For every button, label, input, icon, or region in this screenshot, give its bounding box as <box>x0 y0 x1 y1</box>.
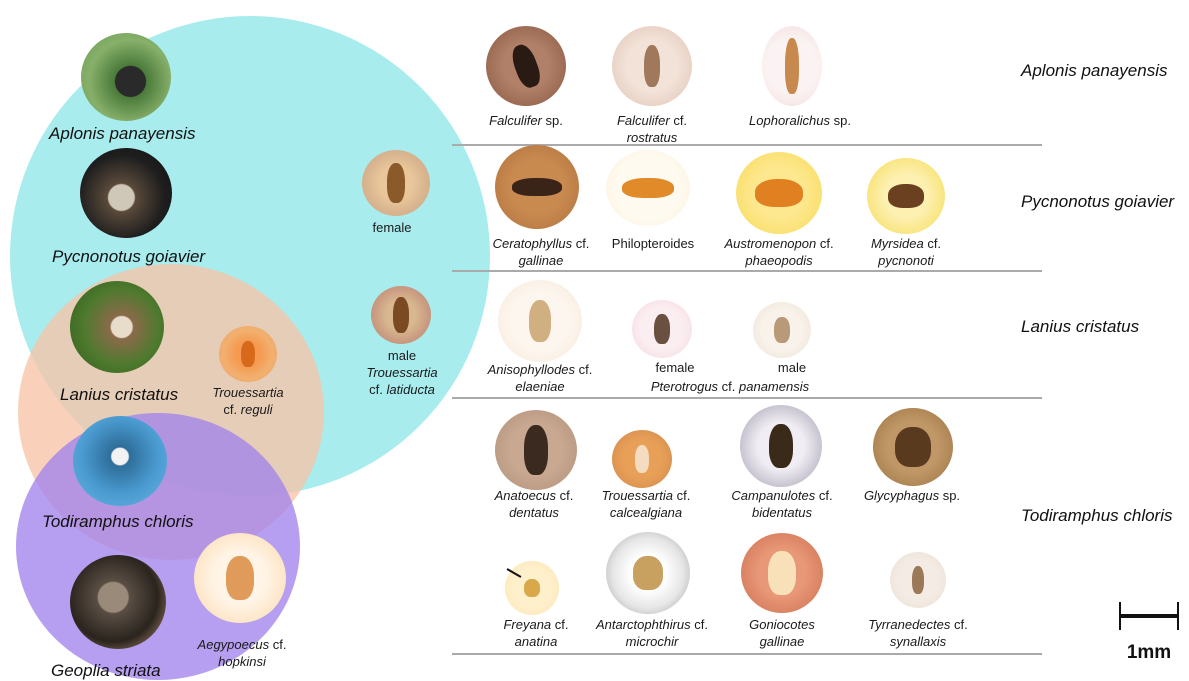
philopteroides-image <box>606 150 690 226</box>
row-title-todiramphus: Todiramphus chloris <box>1021 506 1173 526</box>
trouessartia-reguli-species: cf. reguli <box>223 402 272 417</box>
lophoralichus-image <box>762 26 822 106</box>
myrsidea-image <box>867 158 945 234</box>
scale-bar <box>1117 598 1181 636</box>
trouessartia-female-image <box>362 150 430 216</box>
campanulotes-caption: Campanulotes cf. bidentatus <box>720 487 844 521</box>
pterotrogus-caption: Pterotrogus cf. panamensis <box>632 378 828 395</box>
goniocotes-image <box>741 533 823 613</box>
aegypoecus-image <box>194 533 286 623</box>
falculifer-sp-image <box>486 26 566 106</box>
trouessartia-latiducta-genus: Trouessartia <box>366 365 437 380</box>
row-title-lanius: Lanius cristatus <box>1021 317 1139 337</box>
row-separator <box>452 653 1042 655</box>
campanulotes-image <box>740 405 822 487</box>
trouessartia-reguli-image <box>219 326 277 382</box>
aegypoecus-species: hopkinsi <box>218 654 266 669</box>
row-separator <box>452 270 1042 272</box>
bird-label-pycnonotus: Pycnonotus goiavier <box>52 247 205 267</box>
freyana-image <box>505 561 559 615</box>
anisophyllodes-image <box>498 280 582 362</box>
philopteroides-caption: Philopteroides <box>600 235 706 252</box>
tyrranedectes-image <box>890 552 946 608</box>
glycyphagus-caption: Glycyphagus sp. <box>852 487 972 504</box>
todiramphus-photo <box>73 416 167 506</box>
trouessartia-calcealgiana-image <box>612 430 672 488</box>
falculifer-sp-caption: Falculifer sp. <box>470 112 582 129</box>
bird-label-lanius: Lanius cristatus <box>60 385 178 405</box>
row-title-pycnonotus: Pycnonotus goiavier <box>1021 192 1174 212</box>
austromenopon-image <box>736 152 822 234</box>
bird-label-aplonis: Aplonis panayensis <box>49 124 195 144</box>
row-title-aplonis: Aplonis panayensis <box>1021 61 1167 81</box>
scale-bar-label: 1mm <box>1117 642 1181 664</box>
myrsidea-caption: Myrsidea cf. pycnonoti <box>852 235 960 269</box>
anatoecus-caption: Anatoecus cf. dentatus <box>482 487 586 521</box>
bird-label-todiramphus: Todiramphus chloris <box>42 512 194 532</box>
pterotrogus-male-image <box>753 302 811 358</box>
ceratophyllus-image <box>495 145 579 229</box>
freyana-caption: Freyana cf. anatina <box>486 616 586 650</box>
trouessartia-male-note: male <box>388 348 416 363</box>
aegypoecus-genus: Aegypoecus <box>198 637 270 652</box>
aegypoecus-caption: Aegypoecus cf. hopkinsi <box>184 636 300 670</box>
pycnonotus-photo <box>80 148 172 238</box>
trouessartia-latiducta-species: cf. latiducta <box>369 382 435 397</box>
geoplia-photo <box>70 555 166 649</box>
glycyphagus-image <box>873 408 953 486</box>
austromenopon-caption: Austromenopon cf. phaeopodis <box>712 235 846 269</box>
trouessartia-latiducta-caption: male Trouessartia cf. latiducta <box>354 347 450 398</box>
anatoecus-image <box>495 410 577 490</box>
ceratophyllus-caption: Ceratophyllus cf. gallinae <box>480 235 602 269</box>
pterotrogus-female-note: female <box>648 359 702 376</box>
aplonis-photo <box>81 33 171 121</box>
antarctophthirus-image <box>606 532 690 614</box>
pterotrogus-male-note: male <box>766 359 818 376</box>
pterotrogus-female-image <box>632 300 692 358</box>
trouessartia-calcealgiana-caption: Trouessartia cf. calcealgiana <box>584 487 708 521</box>
antarctophthirus-caption: Antarctophthirus cf. microchir <box>582 616 722 650</box>
bird-label-geoplia: Geoplia striata <box>51 661 161 681</box>
trouessartia-reguli-genus: Trouessartia <box>212 385 283 400</box>
row-separator <box>452 397 1042 399</box>
goniocotes-caption: Goniocotes gallinae <box>722 616 842 650</box>
trouessartia-female-note: female <box>366 219 418 236</box>
tyrranedectes-caption: Tyrranedectes cf. synallaxis <box>856 616 980 650</box>
trouessartia-reguli-caption: Trouessartia cf. reguli <box>200 384 296 418</box>
falculifer-rostratus-image <box>612 26 692 106</box>
trouessartia-male-image <box>371 286 431 344</box>
falculifer-rostratus-caption: Falculifer cf. rostratus <box>590 112 714 146</box>
lophoralichus-caption: Lophoralichus sp. <box>736 112 864 129</box>
anisophyllodes-caption: Anisophyllodes cf. elaeniae <box>478 361 602 395</box>
lanius-photo <box>70 281 164 373</box>
